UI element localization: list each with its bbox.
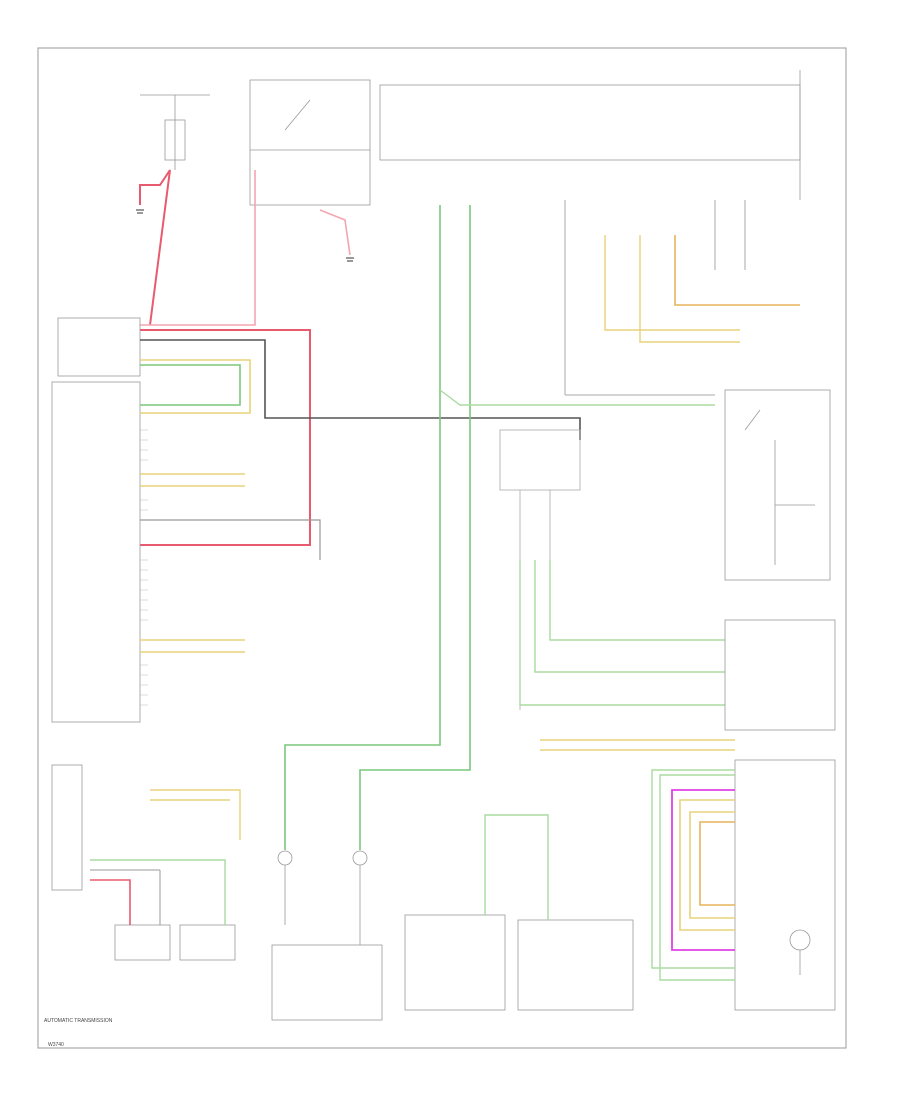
green-wire-range-3 [519,560,725,706]
red-wire-lower-left [90,879,131,925]
green-wire-vertical-2 [359,205,471,850]
green-wire-bundle [651,769,735,981]
gray-wires-upper-right [564,200,746,396]
top-right-module-box [379,70,801,200]
black-wire-can [140,339,581,440]
green-wire-vertical-1 [284,205,441,850]
green-wire-to-tcm [439,389,715,406]
diagram-section-label: AUTOMATIC TRANSMISSION [44,1018,113,1024]
top-left-fuse-block [140,94,210,170]
ecm-connector-upper [57,317,141,377]
gray-wires-lower-left [90,869,161,925]
yellow-wire-serial-2 [140,639,245,653]
diagram-frame [37,47,847,1049]
brake-switch-box [724,389,831,581]
center-switch-assembly [499,429,581,710]
green-wire-lower-center [484,814,549,920]
yellow-wire-lower-left [150,789,241,840]
red-wire-ecm [140,329,311,546]
lower-center-connectors [271,914,634,1021]
yellow-wire-serial-1 [140,473,245,487]
transmission-connector-lower-left [51,764,236,961]
pink-wire-ecm [140,170,256,326]
orange-wire-bundle [699,821,735,906]
yellow-wire-can-low [140,359,251,414]
red-wire-ignition [139,169,171,326]
magenta-wire-bundle [671,789,735,951]
ecm-connector-main [51,381,141,723]
gray-wire-ground [140,519,321,560]
top-center-relay-box [249,79,371,206]
yellow-wire-serial-3 [540,739,735,751]
pink-wire-relay-out [319,209,351,256]
yellow-wire-bundle [679,799,735,931]
green-wire-range-2 [534,560,725,673]
diagram-footer-code: W3740 [48,1042,64,1048]
tcm-connector-right [724,619,836,1011]
ecm-pin-ticks [140,429,148,706]
green-wire-lower-left [90,859,226,925]
ground-symbol [136,209,354,262]
green-wire-range-1 [549,560,725,641]
throttle-sensor-symbol [789,929,811,975]
coil-symbol [277,850,368,945]
yellow-wire-relay [604,235,740,343]
green-wire-can-high [140,364,241,406]
orange-wire-relay [674,235,800,306]
